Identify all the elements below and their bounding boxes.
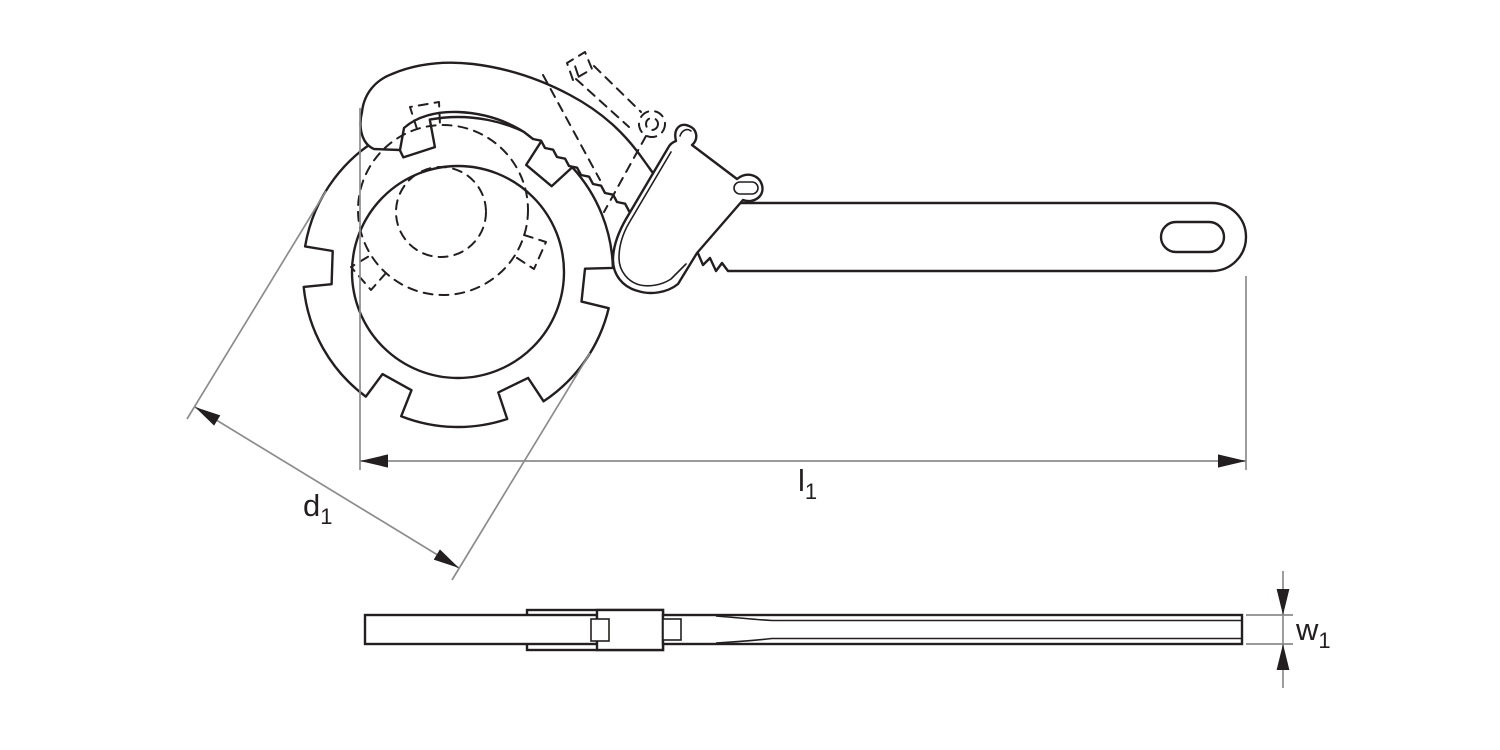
hidden-nut-circle-large	[357, 124, 529, 296]
hidden-nut-circle-small	[395, 166, 487, 258]
label-l1: l1	[798, 463, 817, 504]
w1-arrow-down	[1276, 589, 1290, 615]
d1-extension-lower	[451, 352, 591, 581]
hidden-pin-head-inner	[645, 117, 659, 131]
dimension-arrows	[195, 407, 1290, 670]
hidden-detail-lines	[350, 51, 666, 296]
hidden-edge-3	[603, 135, 647, 213]
clamp-curl-inner-line	[679, 128, 692, 137]
label-w1-symbol: w	[1295, 612, 1319, 647]
clamp-eyelet-slot	[733, 181, 759, 195]
label-d1-subscript: 1	[320, 504, 332, 529]
hidden-pin-cap	[566, 51, 593, 81]
hang-hole	[1159, 220, 1226, 254]
clamp-thickness-line	[618, 151, 687, 287]
dimension-labels: d1 l1 w1	[303, 463, 1331, 653]
side-tab	[662, 618, 682, 641]
ring-bore-circle	[350, 164, 566, 380]
d1-arrow-lower	[433, 549, 459, 568]
hidden-tab-top	[409, 101, 441, 130]
dimension-lines	[186, 108, 1293, 688]
top-view	[302, 51, 1248, 429]
side-head-bar	[363, 613, 599, 646]
l1-arrow-right	[1218, 454, 1246, 468]
side-view	[363, 608, 1244, 652]
side-handle-taper-top	[715, 615, 1241, 622]
label-d1: d1	[303, 488, 333, 529]
side-handle-taper-bottom	[715, 637, 1241, 644]
w1-arrow-up	[1276, 644, 1290, 670]
castellated-ring	[302, 115, 615, 429]
d1-arrow-upper	[195, 407, 221, 426]
hidden-pin-cap-tick	[573, 62, 579, 76]
clamp-outline	[611, 123, 764, 295]
d1-dimension-line	[194, 406, 460, 569]
label-w1: w1	[1295, 612, 1331, 653]
label-d1-symbol: d	[303, 488, 320, 523]
slider-clamp	[611, 123, 764, 295]
handle	[695, 201, 1248, 273]
hidden-pin-edge-1	[593, 65, 642, 113]
hidden-tab-lower-left	[350, 254, 387, 291]
hidden-pin-head-outer	[638, 110, 666, 138]
l1-arrow-left	[360, 454, 388, 468]
hidden-pin-edge-2	[575, 78, 630, 128]
hidden-tab-right	[513, 234, 547, 270]
label-l1-subscript: 1	[805, 479, 817, 504]
side-pivot-notch	[590, 618, 610, 642]
hidden-edge-4	[542, 74, 601, 181]
dimensions: d1 l1 w1	[186, 108, 1331, 688]
d1-extension-upper	[186, 190, 327, 420]
label-w1-subscript: 1	[1318, 628, 1330, 653]
label-l1-symbol: l	[798, 463, 805, 498]
